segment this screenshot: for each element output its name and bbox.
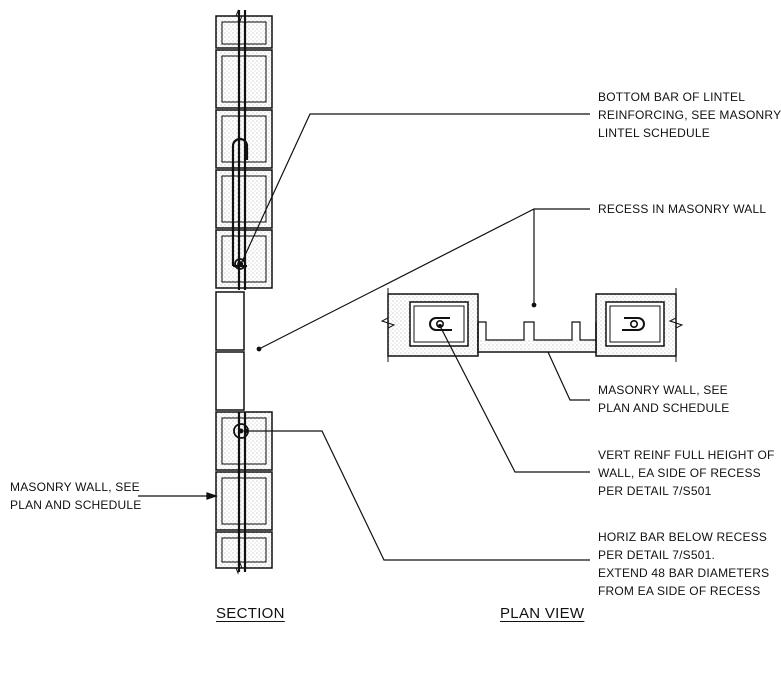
note-masonry-wall-section: MASONRY WALL, SEE PLAN AND SCHEDULE (10, 478, 141, 514)
note-line: RECESS IN MASONRY WALL (598, 202, 767, 216)
leader-vert-reinf (439, 325, 590, 473)
detail-drawing (138, 9, 684, 575)
section-title: SECTION (216, 605, 285, 622)
note-line: MASONRY WALL, SEE (598, 383, 728, 397)
arrowhead-masonry-wall-section (206, 492, 218, 500)
note-line: LINTEL SCHEDULE (598, 126, 710, 140)
leader-lines (138, 113, 590, 561)
note-line: BOTTOM BAR OF LINTEL (598, 90, 746, 104)
note-line: PER DETAIL 7/S501. (598, 548, 715, 562)
leader-lintel (240, 113, 590, 265)
note-line: PLAN AND SCHEDULE (10, 498, 142, 512)
plan-left-wall (387, 293, 479, 357)
plan-right-hook (622, 317, 645, 331)
note-line: WALL, EA SIDE OF RECESS (598, 466, 761, 480)
note-line: PER DETAIL 7/S501 (598, 484, 712, 498)
plan-right-wall (595, 293, 677, 357)
section-bottom-break (216, 561, 272, 575)
plan-right-break (668, 288, 684, 362)
note-line: FROM EA SIDE OF RECESS (598, 584, 761, 598)
leader-masonry-wall-plan (547, 351, 590, 401)
note-line: EXTEND 48 BAR DIAMETERS (598, 566, 770, 580)
note-line: HORIZ BAR BELOW RECESS (598, 530, 768, 544)
leader-horiz-bar (246, 430, 590, 561)
note-masonry-wall-plan: MASONRY WALL, SEE PLAN AND SCHEDULE (598, 381, 729, 417)
plan-view (380, 288, 684, 362)
section-recess-blocks (215, 291, 245, 411)
section-view (215, 9, 273, 575)
note-horiz-bar: HORIZ BAR BELOW RECESS PER DETAIL 7/S501… (598, 528, 769, 600)
note-recess: RECESS IN MASONRY WALL (598, 200, 766, 218)
note-line: MASONRY WALL, SEE (10, 480, 140, 494)
note-vert-reinf: VERT REINF FULL HEIGHT OF WALL, EA SIDE … (598, 446, 775, 500)
section-vertical-bars (237, 10, 247, 290)
plan-left-break (380, 288, 396, 362)
note-line: VERT REINF FULL HEIGHT OF (598, 448, 775, 462)
note-lintel-bar: BOTTOM BAR OF LINTEL REINFORCING, SEE MA… (598, 88, 781, 142)
plan-view-title: PLAN VIEW (500, 605, 585, 622)
note-line: REINFORCING, SEE MASONRY (598, 108, 781, 122)
plan-recess-web (477, 321, 597, 353)
section-lower-vertical-bars (237, 412, 247, 572)
note-line: PLAN AND SCHEDULE (598, 401, 730, 415)
